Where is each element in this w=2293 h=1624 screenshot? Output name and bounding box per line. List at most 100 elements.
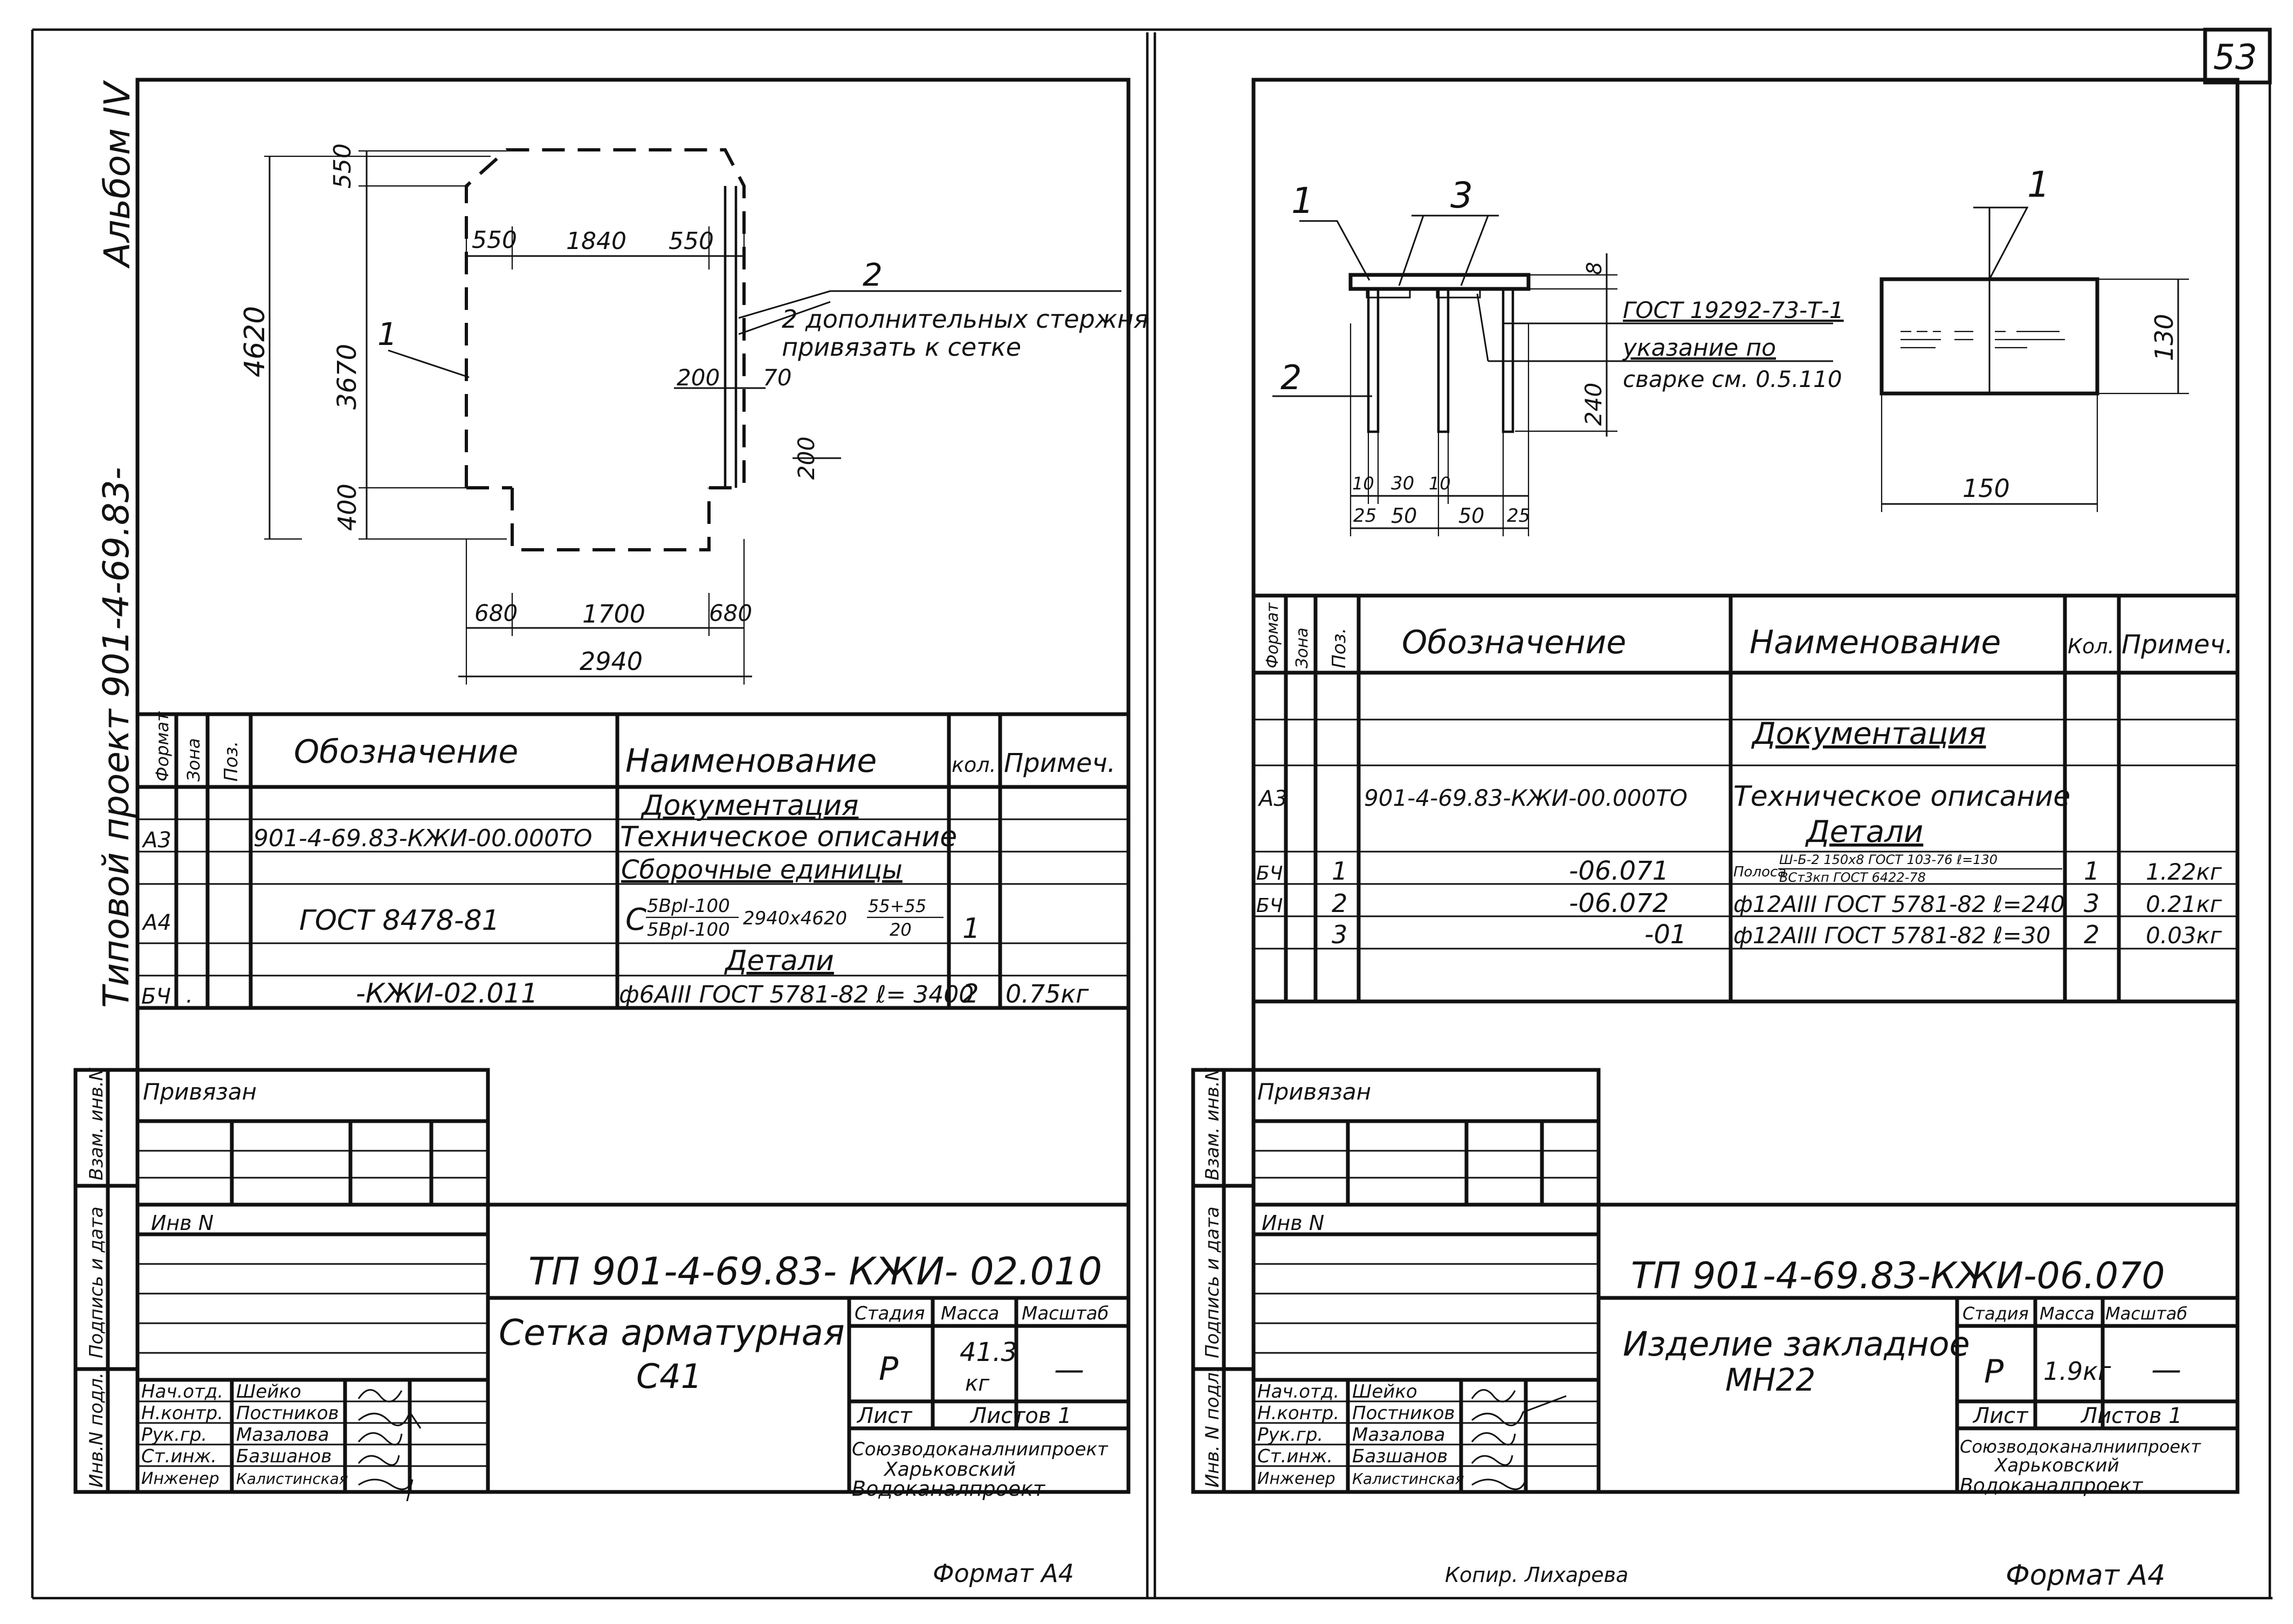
- project-label: Типовой проект 901-4-69.83-: [95, 467, 137, 1008]
- format-label-left: Формат А4: [933, 1559, 1074, 1588]
- spec-table-left: Формат Зона Поз. Обозначение Наименовани…: [137, 711, 1128, 1010]
- dim-10a: 10: [1352, 473, 1374, 494]
- spec-table-right: Формат Зона Поз. Обозначение Наименовани…: [1254, 593, 2237, 1004]
- stamp-scale: —: [1054, 1352, 1084, 1387]
- callout-2: 2: [1280, 358, 1302, 397]
- hdr-designation: Обозначение: [294, 733, 518, 771]
- r1-designation: 901-4-69.83-КЖИ-00.000ТО: [253, 825, 592, 852]
- stamp-stage-h: Стадия: [855, 1303, 925, 1324]
- signatures-left: [357, 1389, 422, 1502]
- stamp-title-1-r: Изделие закладное: [1623, 1324, 1970, 1364]
- side-strip-left: Взам. инв.N Подпись и дата Инв.N подл.: [73, 1067, 140, 1494]
- r2-format: А4: [141, 910, 171, 935]
- callout-1b: 1: [2027, 164, 2050, 205]
- dim-4620: 4620: [239, 306, 271, 377]
- role-0: Нач.отд.: [141, 1381, 223, 1402]
- stamp-sheet: Лист: [856, 1404, 913, 1428]
- hdr-pos: Поз.: [221, 741, 242, 782]
- r3-note: 0.75кг: [1006, 979, 1089, 1008]
- r2-format-r: БЧ: [1256, 862, 1283, 884]
- stamp-stage: Р: [879, 1350, 899, 1388]
- dim-550-right: 550: [669, 227, 714, 255]
- album-label: Альбом IV: [97, 80, 138, 269]
- role-r-0: Нач.отд.: [1257, 1381, 1339, 1402]
- name-r-4: Калистинская: [1352, 1470, 1464, 1488]
- name-r-1: Постников: [1352, 1402, 1455, 1424]
- stamp-org-3-r: Водоканалпроект: [1960, 1475, 2143, 1497]
- note-line-1: 2 дополнительных стержня: [782, 305, 1148, 334]
- stamp-mass: 41.3: [960, 1337, 1017, 1367]
- stamp-scale-h-r: Масштаб: [2105, 1303, 2187, 1324]
- signatures-right: [1471, 1389, 1567, 1490]
- stamp-org-2: Харьковский: [883, 1459, 1016, 1481]
- page-number-box: 53: [2203, 27, 2272, 85]
- dim-550-left: 550: [472, 226, 517, 254]
- r2-qty: 1: [962, 913, 980, 945]
- name-1: Постников: [236, 1402, 339, 1424]
- r1-name-r: Техническое описание: [1733, 780, 2070, 813]
- r2-pos-r: 1: [1332, 856, 1347, 886]
- name-r-3: Базшанов: [1352, 1446, 1448, 1467]
- stamp-org-1-r: Союзводоканалниипроект: [1960, 1436, 2201, 1457]
- r3-designation: -КЖИ-02.011: [356, 978, 538, 1009]
- stamp-scale-h: Масштаб: [1022, 1303, 1109, 1324]
- stamp-title-1: Сетка арматурная: [499, 1312, 845, 1353]
- dim-25a: 25: [1353, 505, 1376, 527]
- r4-name-r: ф12АIII ГОСТ 5781-82 ℓ=30: [1733, 922, 2050, 949]
- stamp-org-2-r: Харьковский: [1994, 1455, 2119, 1476]
- side-label-signature: Подпись и дата: [86, 1206, 107, 1358]
- stamp-mass-h-r: Масса: [2040, 1303, 2095, 1324]
- section-docs-r: Документация: [1751, 716, 1986, 751]
- hdr-format: Формат: [152, 711, 173, 782]
- r3-pos-r: 2: [1332, 889, 1347, 918]
- r4-designation-r: -01: [1644, 920, 1686, 950]
- dim-550-top: 550: [329, 143, 356, 189]
- dim-400: 400: [333, 483, 362, 531]
- note-line-2: привязать к сетке: [782, 333, 1021, 362]
- dim-70: 70: [763, 364, 791, 391]
- right-sheet: 1 3 2 1 ГОСТ 19292-73-Т-1 указание по св…: [1191, 78, 2240, 1592]
- stamp-inv-n-r: Инв N: [1262, 1211, 1324, 1235]
- dim-680-left: 680: [474, 600, 518, 626]
- r3-format: БЧ: [141, 984, 171, 1009]
- role-4: Инженер: [141, 1469, 219, 1488]
- hdr-zone: Зона: [183, 738, 204, 782]
- title-block-left: Привязан Инв N ТП 901-4-69.83- КЖИ- 02.0…: [135, 1068, 1128, 1502]
- dim-3670: 3670: [332, 344, 362, 410]
- hdr-designation-r: Обозначение: [1402, 624, 1626, 661]
- callout-3: 3: [1450, 175, 1473, 216]
- role-2: Рук.гр.: [141, 1424, 207, 1446]
- callout-1: 1: [377, 316, 397, 353]
- sheet-frame: [31, 28, 2273, 1600]
- dim-25b: 25: [1507, 505, 1530, 527]
- side-label-signature-r: Подпись и дата: [1202, 1206, 1223, 1358]
- stamp-stage-h-r: Стадия: [1963, 1303, 2029, 1324]
- stamp-code-r: ТП 901-4-69.83-КЖИ-06.070: [1631, 1255, 2165, 1297]
- stamp-sheets-r: Листов 1: [2080, 1404, 2182, 1428]
- dim-240: 240: [1580, 383, 1607, 426]
- side-label-inv: Инв.N подл.: [86, 1372, 107, 1488]
- name-r-2: Мазалова: [1352, 1424, 1445, 1446]
- r3-qty: 2: [962, 979, 979, 1009]
- mesh-drawing: 550 4620 3670 400 550 1840 550 200 70 20…: [239, 143, 1148, 685]
- side-label-replace: Взам. инв.N: [86, 1067, 107, 1180]
- hdr-pos-r: Поз.: [1328, 628, 1350, 668]
- r2-name-prefix-r: Полоса: [1733, 864, 1786, 880]
- r2-designation: ГОСТ 8478-81: [299, 904, 500, 937]
- r1-format-r: А3: [1257, 786, 1287, 811]
- name-0: Шейко: [236, 1381, 301, 1402]
- hdr-qty: кол.: [952, 753, 996, 777]
- dim-30: 30: [1391, 473, 1414, 494]
- dim-150: 150: [1963, 474, 2010, 503]
- left-sheet: Альбом IV Типовой проект 901-4-69.83-: [73, 78, 1148, 1588]
- stamp-mass-unit: кг: [965, 1371, 990, 1396]
- r3-pos: .: [186, 983, 193, 1008]
- callout-1a: 1: [1291, 180, 1314, 222]
- hdr-note-r: Примеч.: [2122, 630, 2233, 660]
- stamp-sheets: Листов 1: [969, 1404, 1072, 1428]
- r3-name: ф6АIII ГОСТ 5781-82 ℓ= 3400: [619, 981, 974, 1008]
- r2-frac-top: 55+55: [868, 896, 926, 916]
- r2-name-bottom-r: ВСт3кп ГОСТ 6422-78: [1779, 870, 1926, 885]
- hdr-name-r: Наименование: [1750, 624, 2001, 661]
- role-r-4: Инженер: [1257, 1469, 1335, 1488]
